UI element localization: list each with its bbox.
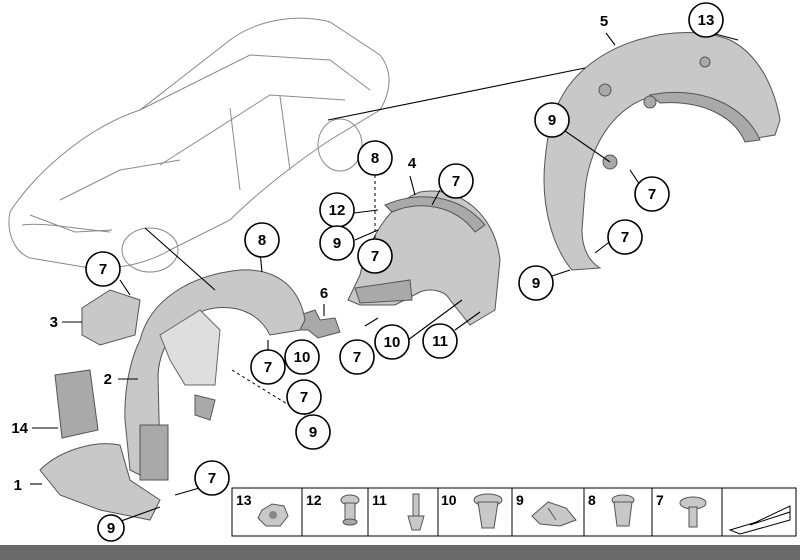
callout-7-label: 7 <box>452 173 460 190</box>
bottom-border-band <box>0 545 800 560</box>
part-number-4: 4 <box>408 155 417 172</box>
leader-lines <box>30 29 739 526</box>
expanding-rivet-icon <box>407 493 425 531</box>
panel-part <box>54 369 99 439</box>
callout-8-label: 8 <box>371 150 379 167</box>
callout-7-label: 7 <box>353 349 361 366</box>
callout-12-label: 12 <box>329 202 346 219</box>
strip-item-12: 12 <box>306 492 360 526</box>
part-number-5: 5 <box>600 13 608 30</box>
callout-7-label: 7 <box>621 229 629 246</box>
callout-8-label: 8 <box>258 232 266 249</box>
callout-7-label: 7 <box>648 186 656 203</box>
screw-icon <box>679 496 707 528</box>
bracket-part <box>299 309 341 339</box>
callout-7: 7 <box>357 238 393 274</box>
strip-item-13: 13 <box>236 492 289 527</box>
callout-7-label: 7 <box>371 248 379 265</box>
callout-7: 7 <box>607 219 643 255</box>
callout-9: 9 <box>518 265 554 301</box>
callout-13-label: 13 <box>698 12 715 29</box>
strip-number: 8 <box>588 492 596 508</box>
rivet-icon <box>340 494 360 526</box>
strip-item-8: 8 <box>588 492 635 527</box>
strip-number: 9 <box>516 492 524 508</box>
strip-item-9: 9 <box>516 492 577 527</box>
clip-nut-icon <box>473 493 503 529</box>
callout-7: 7 <box>438 163 474 199</box>
nut-icon <box>257 503 289 527</box>
callout-9-label: 9 <box>309 424 317 441</box>
strip-item-10: 10 <box>441 492 503 529</box>
strip-number: 10 <box>441 492 457 508</box>
cover-part <box>81 289 141 346</box>
underbody-shield <box>39 443 161 521</box>
callout-7: 7 <box>85 251 121 287</box>
callout-7: 7 <box>286 379 322 415</box>
callout-9-label: 9 <box>333 235 341 252</box>
callout-11-label: 11 <box>432 333 448 350</box>
callout-8: 8 <box>244 222 280 258</box>
shim-wedge-icon <box>728 505 791 535</box>
callout-9: 9 <box>97 514 125 542</box>
callout-11: 11 <box>422 323 458 359</box>
strip-number: 7 <box>656 492 664 508</box>
strip-item-shim <box>728 505 791 535</box>
plastic-nut-icon <box>611 494 635 527</box>
callout-7-label: 7 <box>99 261 107 278</box>
callout-7: 7 <box>634 176 670 212</box>
strip-number: 13 <box>236 492 252 508</box>
callout-9-label: 9 <box>107 520 115 537</box>
callout-12: 12 <box>319 192 355 228</box>
callout-9: 9 <box>534 102 570 138</box>
part-number-14: 14 <box>11 420 28 437</box>
fastener-parts-strip: 13 12 11 10 <box>231 487 797 537</box>
strip-item-11: 11 <box>372 492 425 531</box>
callout-7-label: 7 <box>300 389 308 406</box>
callout-7-label: 7 <box>208 470 216 487</box>
front-wheel-arch-liner <box>124 269 306 481</box>
callout-9: 9 <box>319 225 355 261</box>
callout-9-label: 9 <box>548 112 556 129</box>
strip-number: 11 <box>372 492 387 508</box>
callout-10: 10 <box>374 324 410 360</box>
callout-7: 7 <box>339 339 375 375</box>
strip-number: 12 <box>306 492 322 508</box>
strip-item-7: 7 <box>656 492 707 528</box>
callout-13: 13 <box>688 2 724 38</box>
callout-10-label: 10 <box>384 334 401 351</box>
callout-7-label: 7 <box>264 359 272 376</box>
callout-10-label: 10 <box>294 349 311 366</box>
part-number-3: 3 <box>50 314 58 331</box>
rear-wheel-arch-liner <box>543 32 781 271</box>
callout-9-label: 9 <box>532 275 540 292</box>
part-number-2: 2 <box>104 371 112 388</box>
callout-7: 7 <box>194 460 230 496</box>
callout-7: 7 <box>250 349 286 385</box>
callout-8: 8 <box>357 140 393 176</box>
spring-clip-icon <box>531 501 577 527</box>
part-number-6: 6 <box>320 285 328 302</box>
front-wheel-arch-liner-rear-section <box>347 190 501 326</box>
callout-10: 10 <box>284 339 320 375</box>
callout-9: 9 <box>295 414 331 450</box>
part-number-1: 1 <box>14 477 22 494</box>
